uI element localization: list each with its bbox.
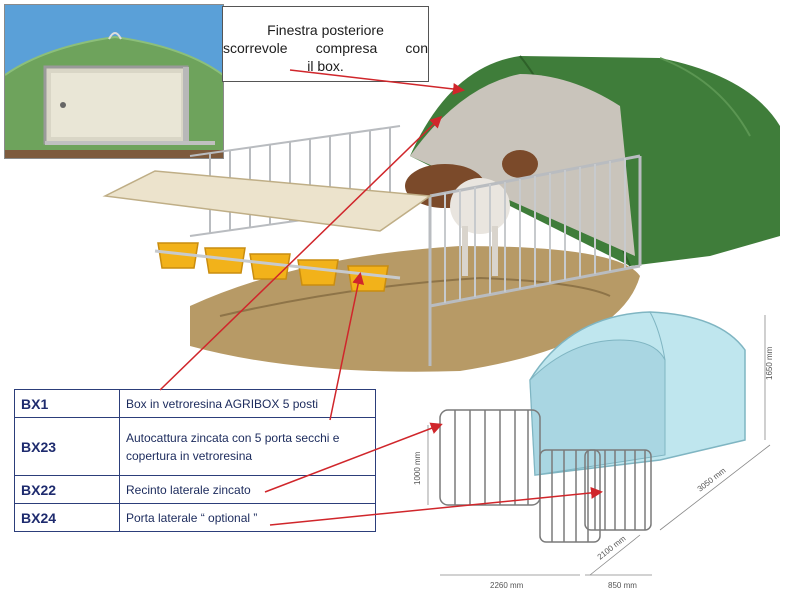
table-row: BX23 Autocattura zincata con 5 porta sec… bbox=[14, 417, 376, 476]
code-cell: BX1 bbox=[14, 389, 120, 418]
rear-window-inset-photo bbox=[4, 4, 224, 159]
table-row: BX24 Porta laterale “ optional ” bbox=[14, 503, 376, 532]
desc-cell: Box in vetroresina AGRIBOX 5 posti bbox=[119, 389, 376, 418]
dim-height-fence: 1000 mm bbox=[413, 451, 422, 485]
dim-width-fence: 2260 mm bbox=[490, 581, 524, 590]
caption-word: scorrevole bbox=[223, 40, 288, 56]
desc-line: copertura in vetroresina bbox=[126, 448, 253, 463]
desc-cell: Porta laterale “ optional ” bbox=[119, 503, 376, 532]
dim-height-box: 1650 mm bbox=[765, 346, 774, 380]
table-row: BX22 Recinto laterale zincato bbox=[14, 475, 376, 504]
caption-word: compresa bbox=[315, 40, 378, 56]
dim-depth-box: 3050 mm bbox=[696, 466, 728, 494]
caption-line-1: Finestra posteriore bbox=[267, 22, 384, 38]
dim-width-door: 850 mm bbox=[608, 581, 637, 590]
product-code-table: BX1 Box in vetroresina AGRIBOX 5 posti B… bbox=[14, 389, 376, 532]
table-row: BX1 Box in vetroresina AGRIBOX 5 posti bbox=[14, 389, 376, 418]
desc-cell: Recinto laterale zincato bbox=[119, 475, 376, 504]
technical-diagram: 1650 mm 1000 mm 3050 mm 2100 mm 2260 mm … bbox=[400, 300, 795, 598]
code-cell: BX23 bbox=[14, 417, 120, 476]
desc-cell: Autocattura zincata con 5 porta secchi e… bbox=[119, 417, 376, 476]
desc-line: Autocattura zincata con 5 porta secchi e bbox=[126, 430, 340, 445]
code-cell: BX22 bbox=[14, 475, 120, 504]
caption-word: con bbox=[405, 40, 428, 56]
caption-line-2: scorrevole compresa con bbox=[223, 39, 428, 57]
rear-window-illustration bbox=[4, 5, 224, 158]
dimension-drawing: 1650 mm 1000 mm 3050 mm 2100 mm 2260 mm … bbox=[413, 311, 774, 590]
code-cell: BX24 bbox=[14, 503, 120, 532]
